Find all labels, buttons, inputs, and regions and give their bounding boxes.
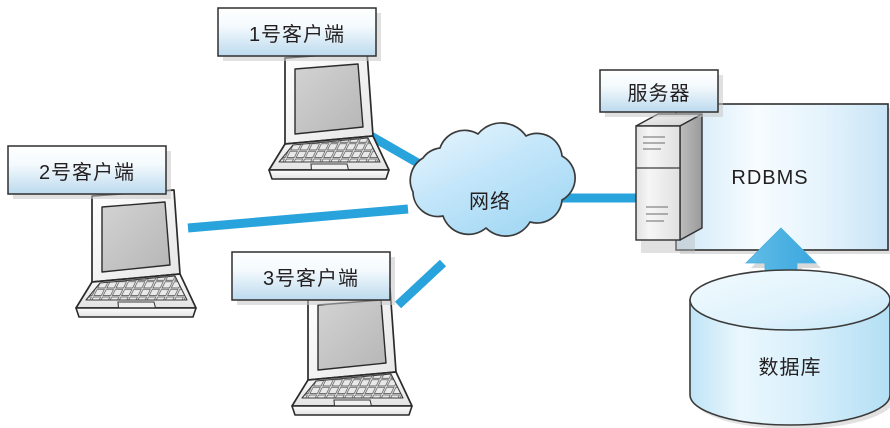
laptop-icon	[268, 51, 390, 180]
label-box-client1	[217, 7, 381, 61]
label-box-client2	[7, 145, 171, 199]
label-box-server	[599, 69, 723, 117]
label-box-client3	[231, 251, 395, 305]
laptop-icon	[291, 287, 413, 416]
database-cylinder-icon	[689, 269, 890, 428]
laptop-icon	[75, 189, 197, 318]
link-client2-network	[187, 204, 409, 233]
link-client3-network	[394, 259, 447, 309]
server-tower-icon	[635, 113, 703, 253]
cloud-icon	[409, 122, 576, 237]
